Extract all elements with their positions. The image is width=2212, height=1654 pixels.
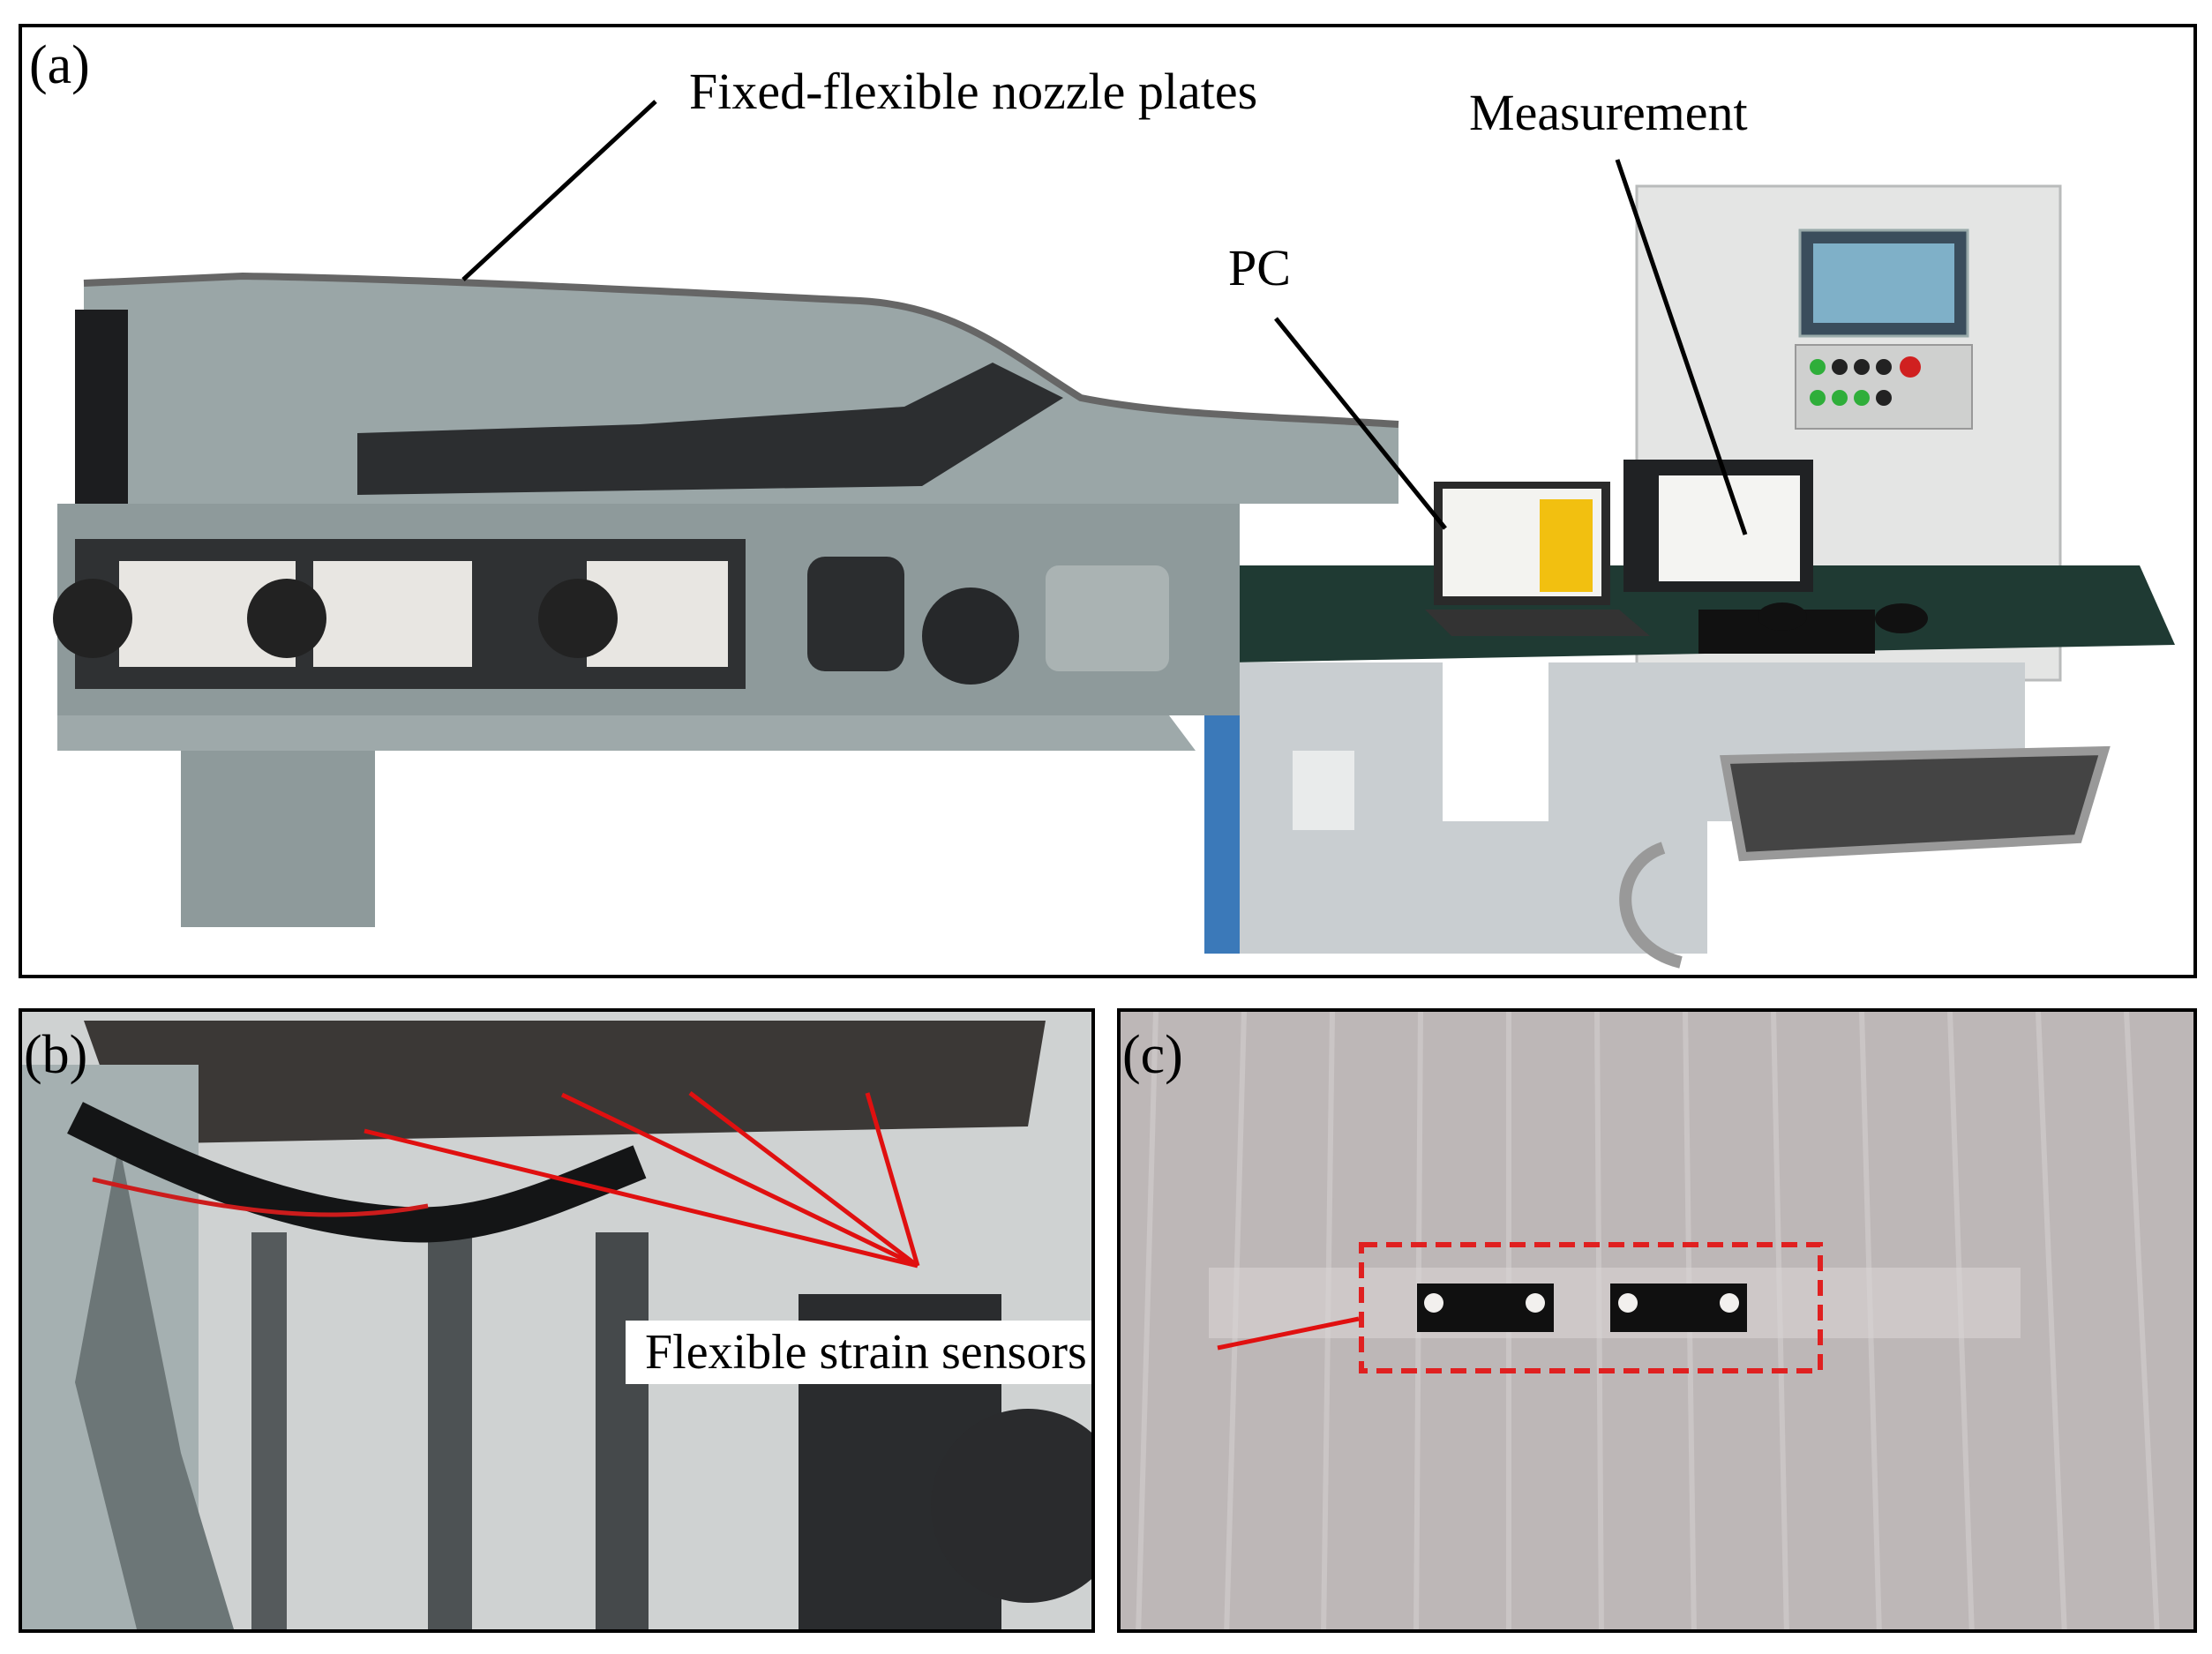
panel-a-photo (53, 100, 2175, 969)
chair (1619, 745, 2111, 969)
desk (1187, 565, 2175, 954)
sensor-highlight-box (1359, 1242, 1823, 1373)
cable-bundle (67, 1102, 647, 1243)
nozzle-leader-line (461, 100, 657, 281)
flexible-strain-sensors-label: Flexible strain sensors (626, 1321, 1091, 1384)
panel-b-letter: (b) (24, 1025, 88, 1085)
panel-c-letter: (c) (1122, 1025, 1183, 1085)
cabinet-screen (1813, 243, 1954, 323)
panel-c: (c) (1117, 1008, 2197, 1633)
panel-a-letter: (a) (29, 35, 90, 95)
panel-b: (b) Flexible strain sensors (19, 1008, 1095, 1633)
pc-label: PC (1228, 239, 1291, 296)
measurement-label: Measurement (1469, 84, 1748, 141)
nozzle-plates-label: Fixed-flexible nozzle plates (689, 63, 1258, 120)
measurement-leader-line (1615, 159, 1748, 535)
panel-c-photo (1136, 1012, 2160, 1629)
cabinet-buttons (1795, 344, 1973, 430)
panel-b-photo (22, 1021, 1091, 1629)
sensor-pointer-lines (364, 1091, 920, 1269)
laptop-icon (1425, 482, 1650, 636)
nozzle-plate-edge (83, 272, 1399, 428)
pc-leader-line (1274, 317, 1447, 530)
panel-a: (a) Fixed-flexible nozzle plates Measure… (19, 24, 2197, 978)
test-rig-machine (53, 272, 1399, 927)
